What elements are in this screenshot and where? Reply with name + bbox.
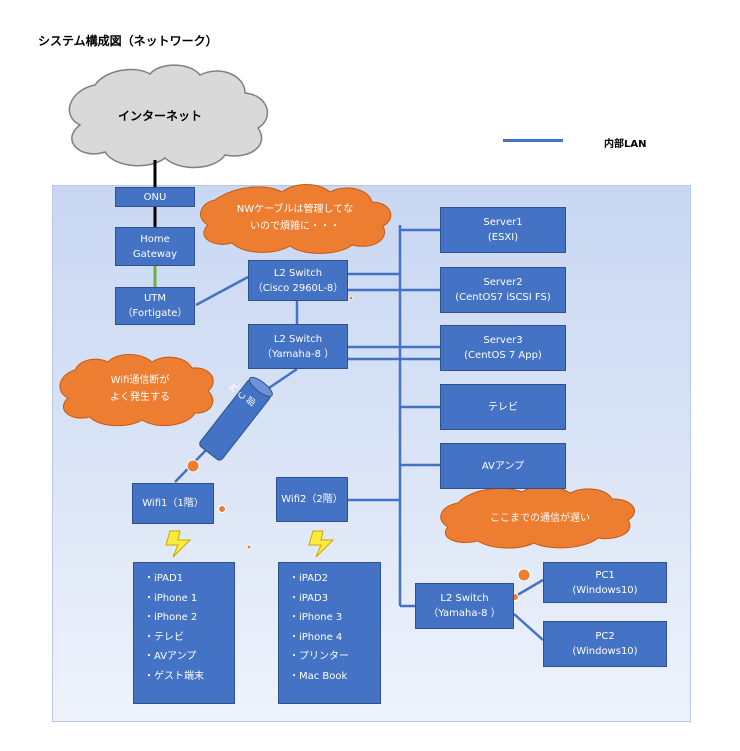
tv-box: テレビ [440,384,566,430]
list-item: ・ゲスト端末 [144,670,204,682]
l2b-pc2-link [513,613,544,641]
internet-label: インターネット [117,109,202,123]
legend-line [503,139,563,142]
list-item: ・AVアンプ [144,651,197,662]
wifi2-box: Wifi2（2階） [276,477,348,522]
home-gateway-box: Home Gateway [115,227,195,266]
internet-cloud [68,64,269,169]
list-item: ・iPAD1 [144,573,184,584]
l2-switch-cisco: L2 Switch （Cisco 2960L-8） [248,260,348,301]
list-item: ・プリンター [289,651,349,662]
list-item: ・テレビ [144,631,184,643]
bubble-dot [186,459,200,473]
server2-box: Server2 (CentOS7 iSCSI FS) [440,267,566,313]
onu-box: ONU [115,187,195,207]
wifi2-device-list: ・iPAD2 ・iPAD3 ・iPhone 3 ・iPhone 4 ・プリンター… [278,562,381,704]
wifi1-box: Wifi1（1階） [132,483,214,524]
list-item: ・iPhone 4 [289,631,343,643]
bubble-dot [246,544,252,550]
lightning-icon [165,530,192,558]
note-cloud-wifi [59,354,214,427]
bubble-dot [218,505,226,513]
list-item: ・Mac Book [289,670,348,682]
av-amp-box: AVアンプ [440,443,566,489]
note-slow: ここまでの通信が遅い [490,513,590,524]
utm-box: UTM （Fortigate） [115,287,195,325]
list-item: ・iPhone 1 [144,592,198,604]
bubble-dot [348,295,354,301]
server1-box: Server1 (ESXI) [440,207,566,253]
legend-label: 内部LAN [604,139,647,150]
page-title: システム構成図（ネットワーク） [38,34,218,48]
note-wifi: Wifi通信断が よく発生する [110,375,170,403]
server3-box: Server3 (CentOS 7 App) [440,325,566,371]
list-item: ・iPhone 2 [144,612,198,623]
wifi1-device-list: ・iPAD1 ・iPhone 1 ・iPhone 2 ・テレビ ・AVアンプ ・… [133,562,235,704]
utm-cisco-link [195,275,249,307]
l2-switch-yamaha-2: L2 Switch （Yamaha-8 ） [415,583,514,629]
list-item: ・iPAD2 [289,573,329,584]
pc1-box: PC1 (Windows10) [543,562,667,603]
note-nw-cable: NWケーブルは管理してな いので煩雑に・・・ [236,204,354,232]
list-item: ・iPhone 3 [289,612,343,623]
bubble-dot [517,568,531,582]
l2b-pc1-link [513,578,544,599]
note-cloud-nw [200,184,392,254]
lightning-icon [308,530,335,558]
l2-switch-yamaha: L2 Switch （Yamaha-8 ） [248,324,348,369]
list-item: ・iPAD3 [289,592,329,604]
plc-adapter [199,376,273,461]
pc2-box: PC2 (Windows10) [543,621,667,667]
